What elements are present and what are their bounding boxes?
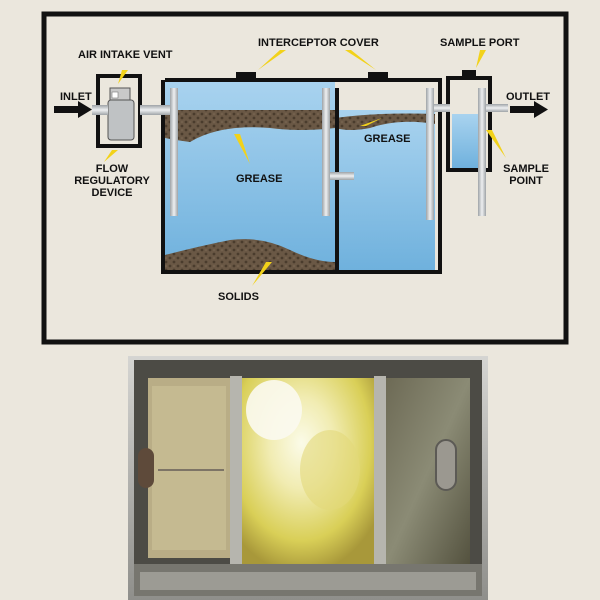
flow-label-3: DEVICE [92, 187, 133, 199]
main-tank [163, 72, 440, 272]
inlet-label: INLET [60, 91, 92, 103]
flow-label-2: REGULATORY [74, 175, 150, 187]
grease-trap-photo-icon [128, 356, 488, 600]
sample-port-cover [462, 70, 476, 78]
outlet-arrow [510, 101, 548, 118]
sample-port-label: SAMPLE PORT [440, 37, 520, 49]
solids-label: SOLIDS [218, 291, 259, 303]
interceptor-cover-right [368, 72, 388, 80]
interceptor-cover-label: INTERCEPTOR COVER [258, 37, 379, 49]
sample-point-label-2: POINT [509, 175, 543, 187]
outlet-label: OUTLET [506, 91, 550, 103]
interceptor-cover-left [236, 72, 256, 80]
flow-label-1: FLOW [96, 163, 129, 175]
sample-point-label-1: SAMPLE [503, 163, 549, 175]
inlet-arrow [54, 101, 92, 118]
flow-regulatory-device [108, 88, 134, 140]
grease-main-label: GREASE [236, 173, 282, 185]
grease-second-label: GREASE [364, 133, 410, 145]
air-intake-vent-label: AIR INTAKE VENT [78, 49, 173, 61]
